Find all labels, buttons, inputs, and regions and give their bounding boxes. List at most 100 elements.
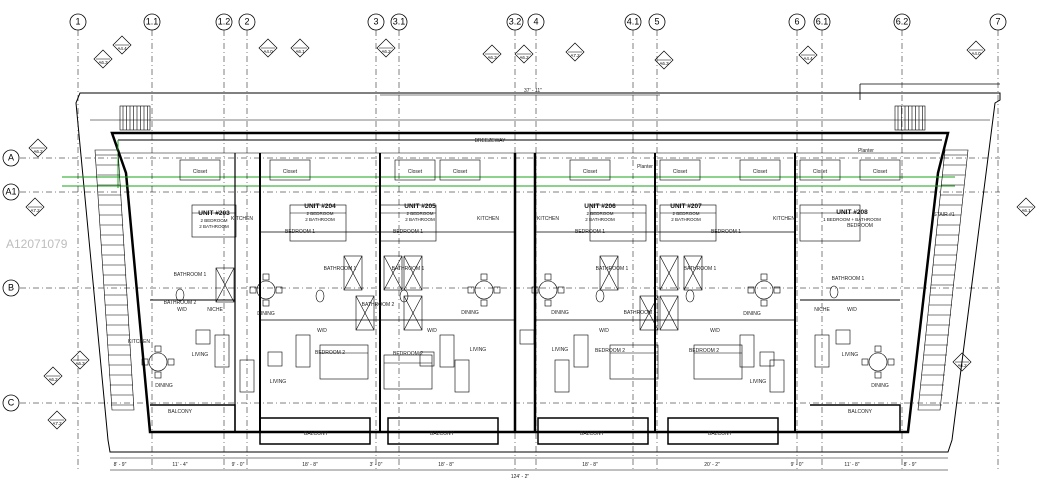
- unit-name: UNIT #207: [670, 203, 702, 210]
- unit-name: UNIT #204: [304, 203, 336, 210]
- shaft-box: [599, 255, 619, 291]
- section-tag-label: A6.2: [381, 49, 391, 54]
- grid-bubble: [2, 394, 20, 412]
- section-tag-label: A4.4: [803, 56, 813, 61]
- kitchen-label: KITCHEN: [128, 339, 150, 345]
- bed: [693, 344, 743, 380]
- dimension-text: 20' - 2": [704, 462, 720, 468]
- unit-description: 2 BEDROOM: [306, 211, 333, 216]
- chair: [544, 299, 552, 307]
- toilet: [829, 285, 839, 299]
- shaft-box: [215, 267, 235, 303]
- toilet: [175, 288, 185, 302]
- armchair: [267, 351, 283, 367]
- planter-label: Planter: [637, 164, 653, 170]
- top-dimension: 37' - 11": [524, 88, 542, 94]
- bed: [659, 204, 717, 242]
- section-tag-label: A4.0: [263, 49, 273, 54]
- chair: [874, 371, 882, 379]
- building-outline: [75, 83, 1001, 453]
- dimension-text: 9' - 0": [232, 462, 245, 468]
- dining-table: [256, 280, 276, 300]
- dining-label: DINING: [155, 383, 173, 389]
- section-tag-label: A6.3: [75, 361, 85, 366]
- living-label: LIVING: [552, 347, 569, 353]
- dimensions: 8' - 9"11' - 4"9' - 0"18' - 8"3' - 0"18'…: [114, 88, 917, 480]
- toilet: [595, 289, 605, 303]
- dimension-text: 18' - 8": [438, 462, 454, 468]
- section-tag-label: A6.2: [519, 55, 529, 60]
- dimension-text: 11' - 8": [844, 462, 859, 468]
- balcony-label: BALCONY: [580, 431, 605, 437]
- washer-dryer-label: W/D: [427, 328, 437, 334]
- dimension-lines: [90, 94, 990, 471]
- kitchen-label: KITCHEN: [231, 216, 253, 222]
- section-tag-label: A6.2: [48, 377, 58, 382]
- shaft-box: [683, 255, 703, 291]
- chair: [249, 286, 257, 294]
- dimension-text: 18' - 8": [582, 462, 598, 468]
- dining-table: [148, 352, 168, 372]
- dining-table: [754, 280, 774, 300]
- bedroom-label: BEDROOM 1: [393, 229, 423, 235]
- unit-description: 2 BEDROOM: [406, 211, 433, 216]
- bedroom-label: BEDROOM 1: [575, 229, 605, 235]
- shaft-diagonal: [599, 255, 619, 291]
- bed: [379, 204, 437, 242]
- shaft-box: [355, 295, 375, 331]
- grid-label: 3: [373, 16, 378, 26]
- balcony-label: BALCONY: [848, 409, 873, 415]
- bed: [191, 204, 237, 238]
- bathroom-label: BATHROOM 1: [596, 266, 629, 272]
- chair: [493, 286, 501, 294]
- grid-bubble: [2, 183, 20, 201]
- living-label: LIVING: [842, 352, 859, 358]
- green-reference-lines: [62, 140, 955, 188]
- dining-table: [538, 280, 558, 300]
- grid-label: A1: [5, 186, 16, 196]
- chair: [467, 286, 475, 294]
- bathroom-label: BATHROOM 2: [164, 300, 197, 306]
- section-tag-label: A4.0: [971, 51, 981, 56]
- stairs-left: [94, 149, 135, 411]
- grid-label: 6.2: [896, 16, 909, 26]
- bathroom-label: BATHROOM 1: [392, 266, 425, 272]
- bed: [799, 204, 861, 242]
- section-tag-label: A6.3: [659, 61, 669, 66]
- armchair: [519, 329, 535, 345]
- chair: [167, 358, 175, 366]
- closet-label: Closet: [873, 169, 888, 175]
- shaft-diagonal: [639, 295, 659, 331]
- unit-name: UNIT #208: [836, 209, 868, 216]
- overall-dimension: 124' - 2": [511, 474, 530, 480]
- washer-dryer-label: W/D: [177, 307, 187, 313]
- chair: [760, 299, 768, 307]
- shaft-diagonal: [343, 255, 363, 291]
- chair: [531, 286, 539, 294]
- armchair: [835, 329, 851, 345]
- section-tag-label: A6.3: [98, 60, 108, 65]
- bed: [589, 204, 647, 242]
- bedroom-label: BEDROOM: [847, 223, 873, 229]
- closet-box: [859, 159, 901, 181]
- shaft-box: [383, 255, 403, 291]
- kitchen-label: KITCHEN: [477, 216, 499, 222]
- living-label: LIVING: [750, 379, 767, 385]
- planter-label: Planter: [858, 148, 874, 154]
- living-label: LIVING: [470, 347, 487, 353]
- dining-label: DINING: [551, 310, 569, 316]
- section-tag-label: A4.4: [117, 46, 127, 51]
- shaft-box: [403, 255, 423, 291]
- bed: [383, 354, 433, 390]
- dining-table: [868, 352, 888, 372]
- unit-name: UNIT #206: [584, 203, 616, 210]
- balcony-label: BALCONY: [430, 431, 455, 437]
- shaft-diagonal: [659, 295, 679, 331]
- closet-label: Closet: [408, 169, 423, 175]
- section-tag-label: A6.2: [957, 363, 967, 368]
- shaft-diagonal: [383, 255, 403, 291]
- section-tag-label: A6.1: [1021, 208, 1031, 213]
- unit-description: 2 BATHROOM: [585, 217, 615, 222]
- chair: [861, 358, 869, 366]
- chair: [773, 286, 781, 294]
